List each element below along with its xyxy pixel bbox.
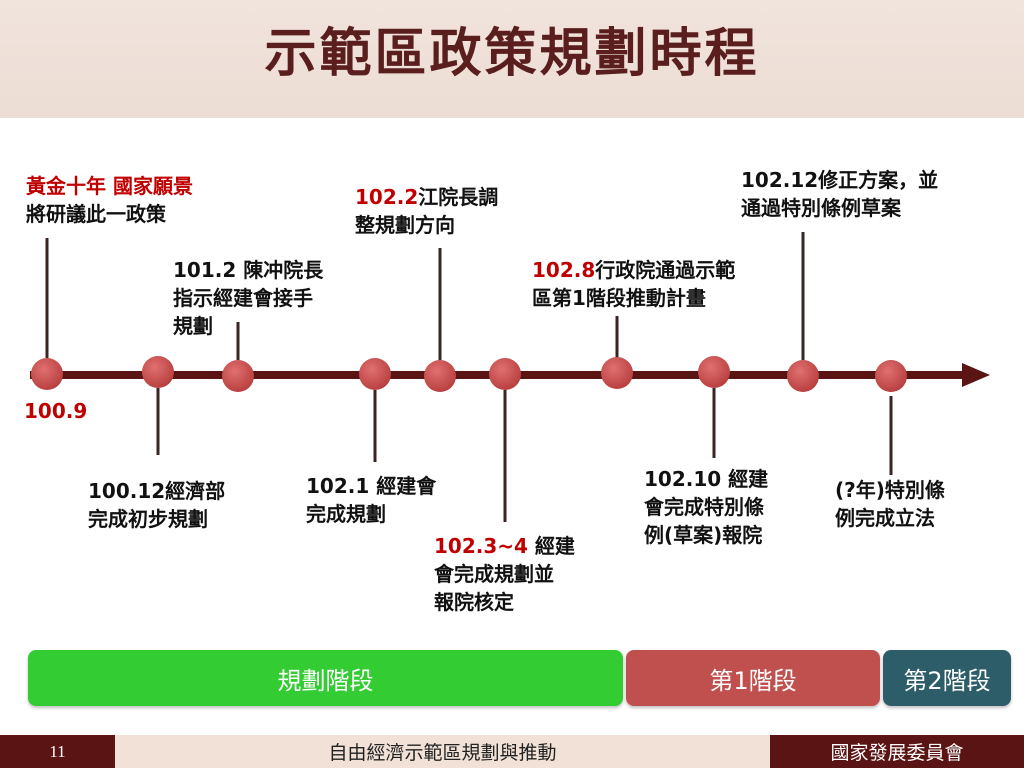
event-e3-line3: 規劃: [173, 314, 213, 338]
event-e2-line2: 完成初步規劃: [88, 507, 208, 531]
event-e2: 100.12經濟部 完成初步規劃: [88, 477, 225, 533]
node-e3: [222, 360, 254, 392]
start-label: 100.9: [24, 399, 88, 423]
event-e1-highlight: 黃金十年 國家願景: [26, 174, 193, 198]
node-e8: [698, 356, 730, 388]
event-e5-line2: 整規劃方向: [355, 213, 455, 237]
event-e6: 102.3~4 經建 會完成規劃並 報院核定: [434, 532, 575, 616]
event-e1-line2: 將研議此一政策: [26, 202, 166, 226]
event-e4-line1: 102.1 經建會: [306, 474, 437, 498]
event-e4-line2: 完成規劃: [306, 502, 386, 526]
event-e3-line1: 101.2 陳冲院長: [173, 258, 324, 282]
event-e7-rest: 行政院通過示範: [595, 258, 736, 282]
node-e7: [601, 357, 633, 389]
event-e8-line1: 102.10 經建: [644, 467, 769, 491]
event-e5: 102.2江院長調 整規劃方向: [355, 183, 498, 239]
event-e6-rest: 經建: [527, 534, 575, 558]
event-e7-line2: 區第1階段推動計畫: [532, 286, 706, 310]
timeline: [30, 232, 990, 522]
event-e9-line1: 102.12修正方案，並: [741, 168, 939, 192]
event-e10-line2: 例完成立法: [835, 506, 935, 530]
node-e5: [424, 360, 456, 392]
event-e8-line3: 例(草案)報院: [644, 523, 763, 547]
node-e2: [142, 356, 174, 388]
node-e6: [489, 358, 521, 390]
event-e5-rest: 江院長調: [418, 185, 499, 209]
phase-planning: 規劃階段: [28, 650, 623, 706]
timeline-arrowhead: [962, 363, 990, 387]
event-e6-line3: 報院核定: [434, 590, 514, 614]
event-e10: (?年)特別條 例完成立法: [835, 476, 945, 532]
node-e1: [31, 358, 63, 390]
event-e4: 102.1 經建會 完成規劃: [306, 472, 436, 528]
footer-center-title: 自由經濟示範區規劃與推動: [328, 742, 557, 764]
event-e9: 102.12修正方案，並 通過特別條例草案: [741, 166, 938, 222]
footer: 11 自由經濟示範區規劃與推動 國家發展委員會: [0, 735, 1024, 768]
event-e6-line2: 會完成規劃並: [434, 562, 554, 586]
event-e6-highlight: 102.3~4: [434, 534, 528, 558]
footer-org: 國家發展委員會: [770, 735, 1024, 768]
node-e4: [359, 358, 391, 390]
footer-page-number: 11: [0, 735, 115, 768]
event-e7-highlight: 102.8: [532, 258, 596, 282]
event-e2-line1: 100.12經濟部: [88, 479, 226, 503]
phase-stage2: 第2階段: [883, 650, 1011, 706]
phase-stage1: 第1階段: [626, 650, 880, 706]
event-e5-highlight: 102.2: [355, 185, 419, 209]
page-title: 示範區政策規劃時程: [264, 24, 760, 84]
node-e10: [875, 360, 907, 392]
header-band: [0, 0, 1024, 118]
event-e3-line2: 指示經建會接手: [173, 286, 313, 310]
node-e9: [787, 360, 819, 392]
event-e9-line2: 通過特別條例草案: [741, 196, 901, 220]
event-e8: 102.10 經建 會完成特別條 例(草案)報院: [644, 465, 768, 549]
event-e10-line1: (?年)特別條: [835, 478, 945, 502]
event-e8-line2: 會完成特別條: [644, 495, 764, 519]
event-e3: 101.2 陳冲院長 指示經建會接手 規劃: [173, 256, 323, 340]
event-e1: 黃金十年 國家願景 將研議此一政策: [26, 172, 193, 228]
event-e7: 102.8行政院通過示範 區第1階段推動計畫: [532, 256, 735, 312]
